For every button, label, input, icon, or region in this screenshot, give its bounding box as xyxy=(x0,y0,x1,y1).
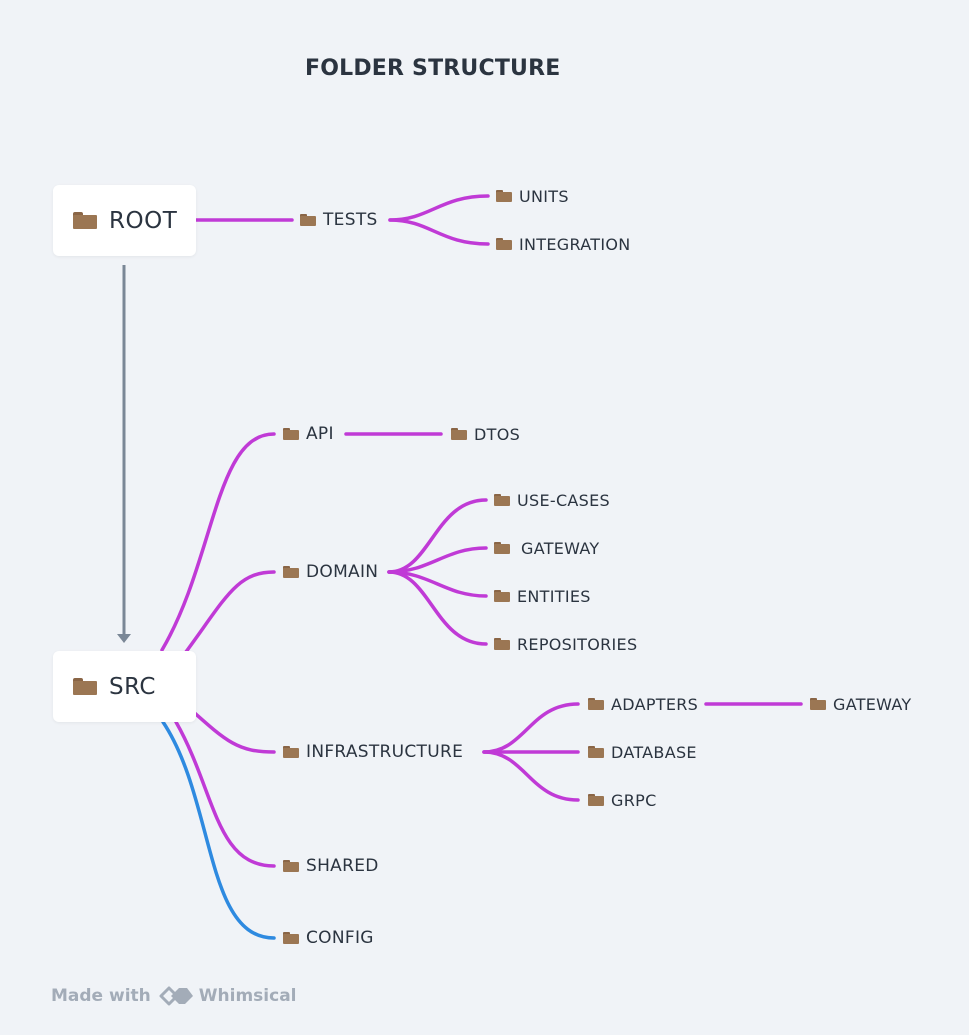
folder-icon xyxy=(73,212,97,229)
edge-src-config xyxy=(161,720,276,940)
src-node[interactable]: SRC xyxy=(53,651,196,722)
edge-infra-adapters xyxy=(482,702,580,754)
tests-node[interactable]: TESTS xyxy=(300,210,378,230)
edge-src-api xyxy=(160,432,276,652)
api-node[interactable]: API xyxy=(283,424,334,444)
shared-node[interactable]: SHARED xyxy=(283,856,379,876)
folder-icon xyxy=(494,542,510,554)
dtos-node[interactable]: DTOS xyxy=(451,424,520,444)
whimsical-logo-icon xyxy=(159,986,193,1006)
infrastructure-node[interactable]: INFRASTRUCTURE xyxy=(283,742,463,762)
entities-node[interactable]: ENTITIES xyxy=(494,586,591,606)
folder-icon xyxy=(494,590,510,602)
domain-node[interactable]: DOMAIN xyxy=(283,562,378,582)
whimsical-brand-text: Whimsical xyxy=(198,986,297,1006)
domain-gateway-node[interactable]: GATEWAY xyxy=(494,538,600,558)
arrowhead xyxy=(117,634,131,643)
folder-icon xyxy=(451,428,467,440)
folder-icon xyxy=(494,638,510,650)
units-label: UNITS xyxy=(519,186,569,206)
integration-node[interactable]: INTEGRATION xyxy=(496,234,631,254)
root-label: ROOT xyxy=(109,207,178,234)
config-node[interactable]: CONFIG xyxy=(283,928,374,948)
folder-icon xyxy=(300,214,316,226)
folder-icon xyxy=(73,678,97,695)
folder-icon xyxy=(283,566,299,578)
repositories-node[interactable]: REPOSITORIES xyxy=(494,634,637,654)
folder-icon xyxy=(496,190,512,202)
database-label: DATABASE xyxy=(611,742,697,762)
edge-tests-units xyxy=(388,194,490,222)
root-node[interactable]: ROOT xyxy=(53,185,196,256)
folder-icon xyxy=(810,698,826,710)
database-node[interactable]: DATABASE xyxy=(588,742,697,762)
grpc-node[interactable]: GRPC xyxy=(588,790,657,810)
folder-icon xyxy=(494,494,510,506)
folder-icon xyxy=(283,746,299,758)
config-label: CONFIG xyxy=(306,928,374,948)
domain-gateway-label: GATEWAY xyxy=(521,538,600,558)
edge-src-domain xyxy=(178,570,276,662)
edge-domain-repositories xyxy=(387,570,488,646)
infrastructure-label: INFRASTRUCTURE xyxy=(306,742,464,762)
edge-infra-grpc xyxy=(482,750,580,802)
folder-icon xyxy=(588,794,604,806)
units-node[interactable]: UNITS xyxy=(496,186,569,206)
api-label: API xyxy=(306,424,334,444)
adapters-gateway-node[interactable]: GATEWAY xyxy=(810,694,912,714)
dtos-label: DTOS xyxy=(474,424,521,444)
edge-domain-usecases xyxy=(387,498,488,574)
folder-icon xyxy=(496,238,512,250)
folder-icon xyxy=(283,932,299,944)
diagram-title: FOLDER STRUCTURE xyxy=(305,56,561,81)
tests-label: TESTS xyxy=(323,210,378,230)
adapters-gateway-label: GATEWAY xyxy=(833,694,912,714)
folder-icon xyxy=(283,860,299,872)
edge-src-shared xyxy=(174,720,276,868)
adapters-node[interactable]: ADAPTERS xyxy=(588,694,698,714)
grpc-label: GRPC xyxy=(611,790,657,810)
made-with-text: Made with xyxy=(51,986,151,1006)
made-with-whimsical[interactable]: Made with Whimsical xyxy=(51,984,297,1008)
domain-label: DOMAIN xyxy=(306,562,379,582)
edge-tests-integration xyxy=(388,218,490,246)
folder-icon xyxy=(588,698,604,710)
integration-label: INTEGRATION xyxy=(519,234,631,254)
shared-label: SHARED xyxy=(306,856,379,876)
folder-icon xyxy=(588,746,604,758)
folder-icon xyxy=(283,428,299,440)
use-cases-label: USE-CASES xyxy=(517,490,610,510)
repositories-label: REPOSITORIES xyxy=(517,634,638,654)
entities-label: ENTITIES xyxy=(517,586,591,606)
src-label: SRC xyxy=(109,673,156,700)
adapters-label: ADAPTERS xyxy=(611,694,699,714)
use-cases-node[interactable]: USE-CASES xyxy=(494,490,610,510)
